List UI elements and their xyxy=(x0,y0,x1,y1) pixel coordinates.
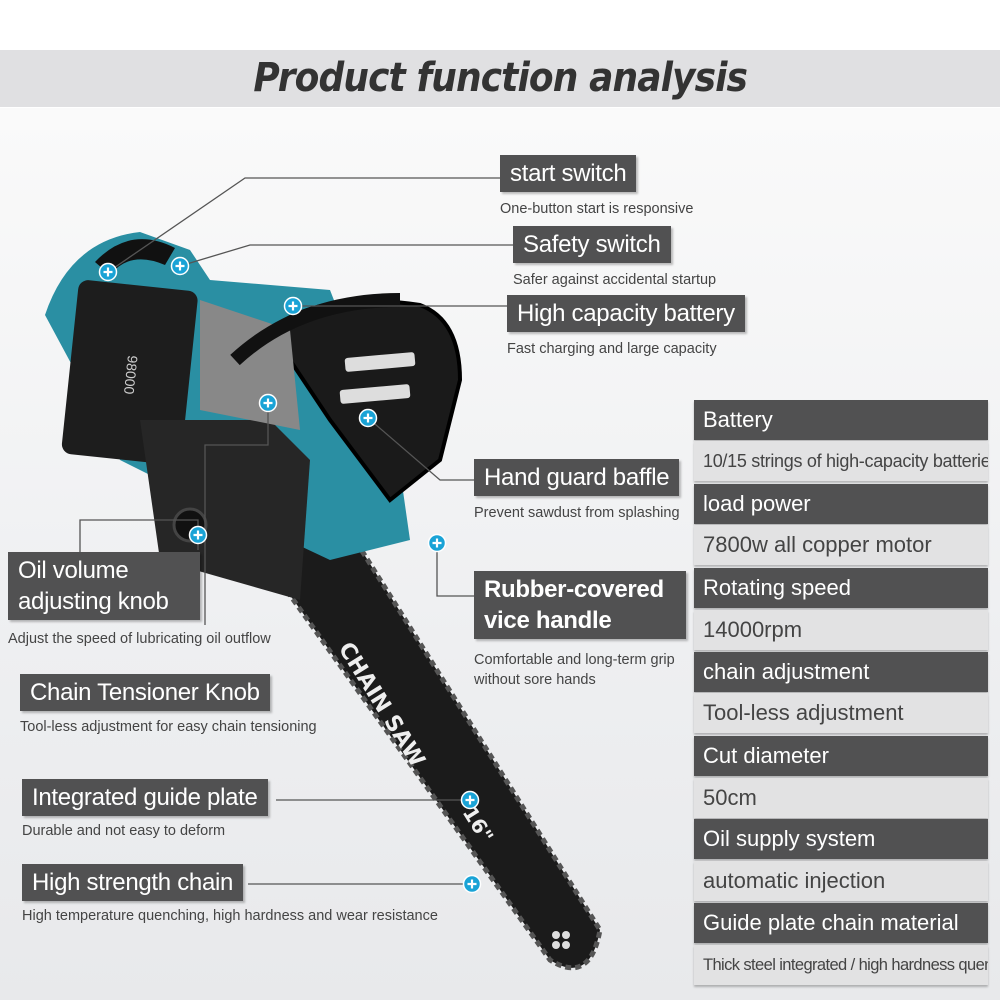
callout-tensioner-knob: Chain Tensioner Knob xyxy=(20,674,270,711)
callout-guide-plate: Integrated guide plate xyxy=(22,779,268,816)
plus-marker-icon xyxy=(462,874,482,894)
spec-name: Battery xyxy=(694,400,988,440)
plus-marker-icon xyxy=(283,296,303,316)
connector-lines xyxy=(79,177,513,885)
caption-start-switch: One-button start is responsive xyxy=(500,201,694,217)
spec-name: Oil supply system xyxy=(694,819,988,859)
spec-value: automatic injection xyxy=(694,861,988,901)
caption-guide-plate: Durable and not easy to deform xyxy=(22,823,226,839)
callout-vice-handle: Rubber-covered vice handle xyxy=(474,571,686,639)
plus-marker-icon xyxy=(460,790,480,810)
plus-marker-icon xyxy=(98,262,118,282)
callout-hand-guard: Hand guard baffle xyxy=(474,459,680,496)
spec-value: 7800w all copper motor xyxy=(694,525,988,565)
callout-chain: High strength chain xyxy=(22,864,244,901)
spec-name: Guide plate chain material xyxy=(694,903,988,943)
plus-marker-icon xyxy=(358,408,378,428)
page-title: Product function analysis xyxy=(253,55,748,101)
callout-oil-knob: Oil volume adjusting knob xyxy=(8,552,200,620)
plus-marker-icon xyxy=(170,256,190,276)
caption-oil-knob: Adjust the speed of lubricating oil outf… xyxy=(8,631,271,647)
battery-text: 98000 xyxy=(121,355,141,396)
caption-hand-guard: Prevent sawdust from splashing xyxy=(474,505,680,521)
spec-name: chain adjustment xyxy=(694,652,988,692)
callout-battery: High capacity battery xyxy=(507,295,745,332)
spec-value: 14000rpm xyxy=(694,610,988,650)
plus-marker-icon xyxy=(188,525,208,545)
caption-safety-switch: Safer against accidental startup xyxy=(513,272,717,288)
spec-value: Thick steel integrated / high hardness q… xyxy=(694,945,988,985)
caption-battery: Fast charging and large capacity xyxy=(507,341,717,357)
spec-value: 50cm xyxy=(694,778,988,818)
callout-start-switch: start switch xyxy=(500,155,637,192)
spec-name: Cut diameter xyxy=(694,736,988,776)
caption-vice-handle: Comfortable and long-term grip without s… xyxy=(474,652,675,688)
plus-marker-icon xyxy=(427,533,447,553)
spec-value: 10/15 strings of high-capacity batteries xyxy=(694,441,988,481)
spec-value: Tool-less adjustment xyxy=(694,693,988,733)
hotspot-markers xyxy=(98,256,482,894)
title-band: Product function analysis xyxy=(0,50,1000,107)
caption-tensioner-knob: Tool-less adjustment for easy chain tens… xyxy=(20,719,317,735)
saw-body: 98000 xyxy=(45,232,463,600)
callout-safety-switch: Safety switch xyxy=(513,226,671,263)
plus-marker-icon xyxy=(258,393,278,413)
spec-name: load power xyxy=(694,484,988,524)
caption-chain: High temperature quenching, high hardnes… xyxy=(22,908,438,924)
spec-name: Rotating speed xyxy=(694,568,988,608)
